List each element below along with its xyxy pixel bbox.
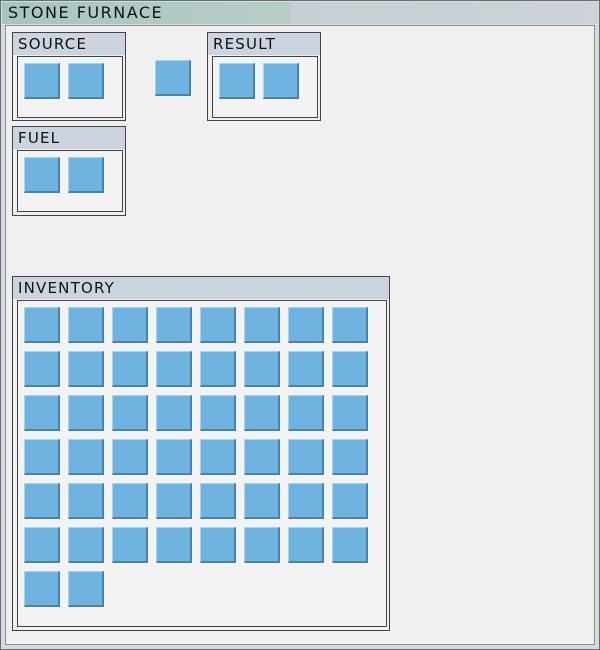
inventory-slot[interactable]	[24, 307, 60, 343]
inventory-slot[interactable]	[332, 351, 368, 387]
source-slot[interactable]	[68, 63, 104, 99]
source-panel-header: SOURCE	[13, 33, 125, 55]
inventory-slot[interactable]	[200, 483, 236, 519]
inventory-slot[interactable]	[112, 351, 148, 387]
inventory-slot[interactable]	[200, 395, 236, 431]
inventory-slot[interactable]	[288, 395, 324, 431]
result-label: RESULT	[213, 35, 277, 53]
result-slot[interactable]	[263, 63, 299, 99]
source-slot-area	[17, 56, 123, 118]
inventory-slot[interactable]	[332, 395, 368, 431]
source-label: SOURCE	[18, 35, 88, 53]
inventory-slot[interactable]	[68, 483, 104, 519]
inventory-slot[interactable]	[244, 527, 280, 563]
source-panel: SOURCE	[12, 32, 126, 121]
window-title: STONE FURNACE	[8, 3, 164, 22]
inventory-slot[interactable]	[244, 351, 280, 387]
inventory-slot[interactable]	[244, 483, 280, 519]
inventory-panel-header: INVENTORY	[13, 277, 389, 299]
inventory-slot[interactable]	[288, 439, 324, 475]
inventory-slot[interactable]	[68, 527, 104, 563]
result-panel: RESULT	[207, 32, 321, 121]
inventory-slot[interactable]	[332, 483, 368, 519]
inventory-slot[interactable]	[244, 439, 280, 475]
inventory-slot[interactable]	[112, 395, 148, 431]
inventory-slot[interactable]	[24, 571, 60, 607]
inventory-slot[interactable]	[156, 483, 192, 519]
inventory-slot[interactable]	[200, 439, 236, 475]
fuel-panel-header: FUEL	[13, 127, 125, 149]
fuel-slot-area	[17, 150, 123, 212]
inventory-panel: INVENTORY	[12, 276, 390, 631]
inventory-slot[interactable]	[288, 307, 324, 343]
fuel-slot[interactable]	[24, 157, 60, 193]
inventory-slot[interactable]	[24, 527, 60, 563]
inventory-slot[interactable]	[200, 351, 236, 387]
inventory-slot[interactable]	[332, 307, 368, 343]
inventory-slot[interactable]	[112, 483, 148, 519]
result-slot-area	[212, 56, 318, 118]
inventory-slot[interactable]	[156, 395, 192, 431]
inventory-slot[interactable]	[68, 307, 104, 343]
output-preview-slot[interactable]	[155, 60, 191, 96]
inventory-slot[interactable]	[24, 439, 60, 475]
source-slot[interactable]	[24, 63, 60, 99]
inventory-label: INVENTORY	[18, 279, 115, 297]
fuel-panel: FUEL	[12, 126, 126, 216]
inventory-slot[interactable]	[112, 439, 148, 475]
inventory-slot[interactable]	[112, 527, 148, 563]
inventory-slot[interactable]	[68, 571, 104, 607]
inventory-slot[interactable]	[24, 395, 60, 431]
window-titlebar[interactable]: STONE FURNACE	[2, 2, 598, 24]
inventory-slot[interactable]	[68, 351, 104, 387]
inventory-slot[interactable]	[332, 439, 368, 475]
fuel-label: FUEL	[18, 129, 61, 147]
inventory-slot[interactable]	[24, 483, 60, 519]
inventory-slot[interactable]	[156, 351, 192, 387]
inventory-slot[interactable]	[68, 439, 104, 475]
inventory-slot[interactable]	[200, 307, 236, 343]
inventory-slot[interactable]	[244, 307, 280, 343]
result-panel-header: RESULT	[208, 33, 320, 55]
inventory-slot[interactable]	[288, 527, 324, 563]
fuel-slot[interactable]	[68, 157, 104, 193]
inventory-slot[interactable]	[244, 395, 280, 431]
inventory-slot[interactable]	[156, 439, 192, 475]
inventory-slot[interactable]	[24, 351, 60, 387]
inventory-slot[interactable]	[288, 483, 324, 519]
inventory-slot[interactable]	[68, 395, 104, 431]
inventory-slot[interactable]	[112, 307, 148, 343]
inventory-slot[interactable]	[156, 527, 192, 563]
inventory-slot[interactable]	[156, 307, 192, 343]
inventory-slot[interactable]	[332, 527, 368, 563]
inventory-slot[interactable]	[288, 351, 324, 387]
inventory-slot-grid	[17, 300, 387, 627]
inventory-slot[interactable]	[200, 527, 236, 563]
result-slot[interactable]	[219, 63, 255, 99]
